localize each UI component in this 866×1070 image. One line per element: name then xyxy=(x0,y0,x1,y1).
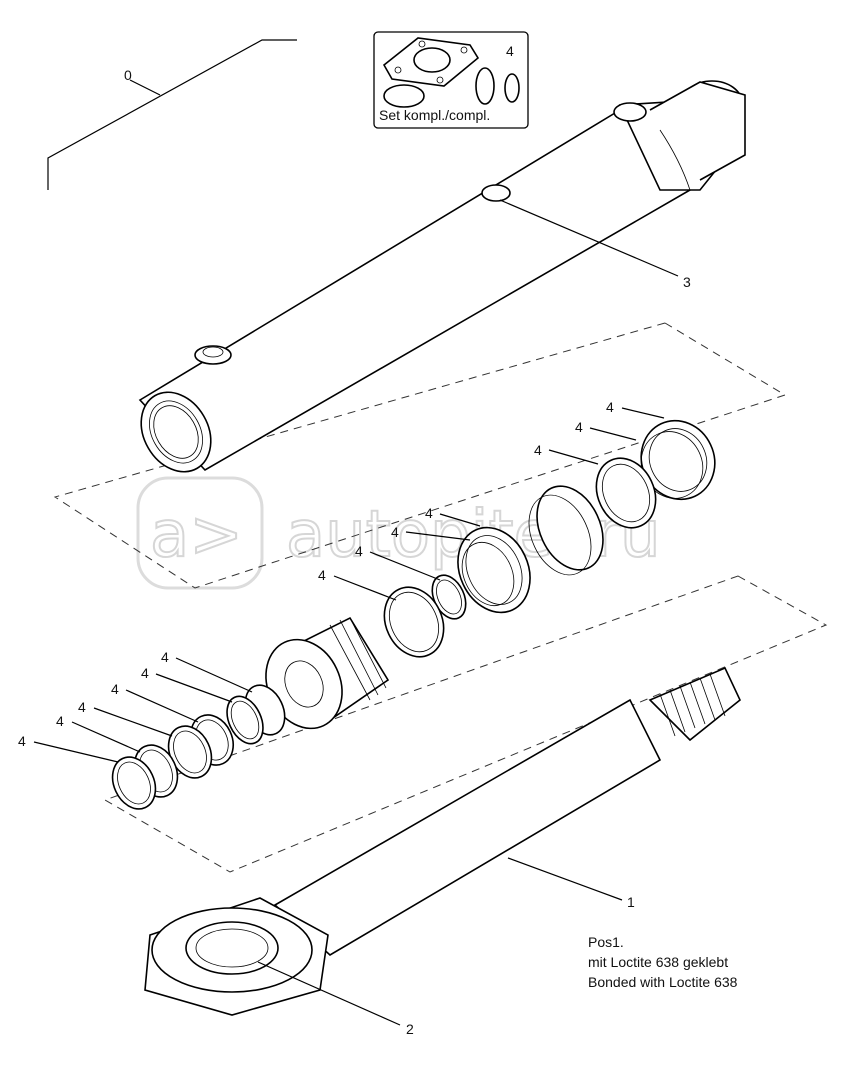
note-line-1: Pos1. xyxy=(588,934,624,950)
callout-4-label: 4 xyxy=(575,419,583,435)
callout-2: 2 xyxy=(257,961,414,1037)
piston-seals-lower xyxy=(111,684,286,810)
callout-4-label: 4 xyxy=(391,524,399,540)
callout-1: 1 xyxy=(507,857,635,910)
cylinder-barrel xyxy=(138,80,746,473)
callout-4-label: 4 xyxy=(161,649,169,665)
watermark-icon-text: a> xyxy=(150,498,243,572)
callout-4-label: 4 xyxy=(78,699,86,715)
callout-2-label: 2 xyxy=(406,1021,414,1037)
callout-4-label: 4 xyxy=(141,665,149,681)
kit-box-label: Set kompl./compl. xyxy=(379,107,490,123)
callout-1-label: 1 xyxy=(627,894,635,910)
seal-kit-box: 4 Set kompl./compl. xyxy=(373,31,529,129)
callouts-4: 4 4 4 4 4 4 4 4 4 4 4 4 4 xyxy=(18,399,665,763)
callout-4-label: 4 xyxy=(355,543,363,559)
piston-seals-upper xyxy=(383,419,716,658)
callout-0: 0 xyxy=(47,39,297,190)
note-line-3: Bonded with Loctite 638 xyxy=(588,974,738,990)
note-line-2: mit Loctite 638 geklebt xyxy=(588,954,728,970)
callout-4-label: 4 xyxy=(606,399,614,415)
piston-rod xyxy=(144,666,741,1016)
kit-box-ref: 4 xyxy=(506,43,514,59)
callout-0-label: 0 xyxy=(124,67,132,83)
callout-3-label: 3 xyxy=(683,274,691,290)
callout-4-label: 4 xyxy=(111,681,119,697)
callout-4-label: 4 xyxy=(425,505,433,521)
callout-4-label: 4 xyxy=(534,442,542,458)
callout-4-label: 4 xyxy=(56,713,64,729)
callout-3: 3 xyxy=(499,199,691,290)
callout-4-label: 4 xyxy=(318,567,326,583)
callout-4-label: 4 xyxy=(18,733,26,749)
assembly-note: Pos1. mit Loctite 638 geklebt Bonded wit… xyxy=(588,934,738,990)
guide-bushing xyxy=(265,616,390,730)
